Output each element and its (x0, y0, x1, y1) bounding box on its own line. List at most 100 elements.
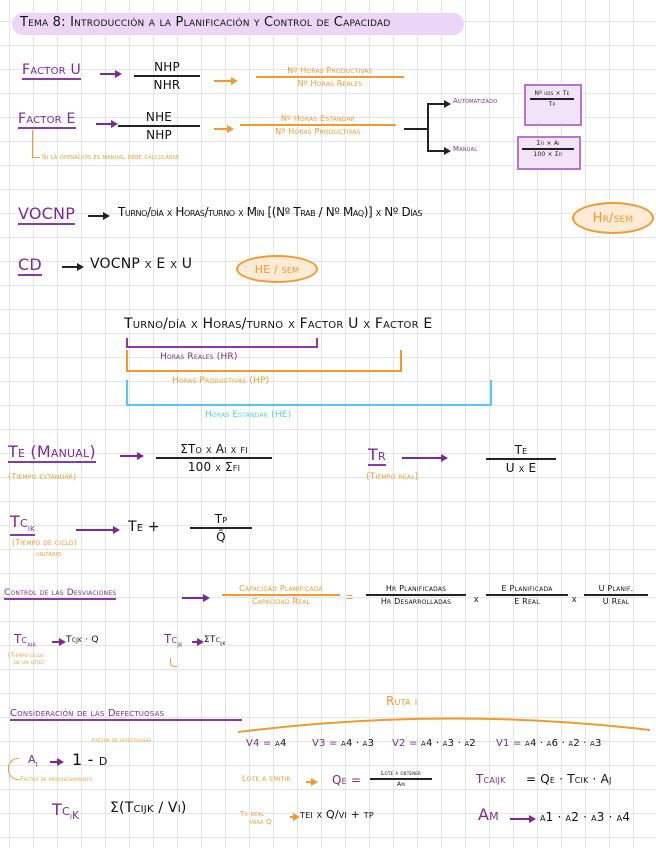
arrow-icon (214, 77, 238, 85)
title-highlight (12, 13, 464, 35)
hook-arrow-icon (170, 658, 177, 667)
ruta-arc (237, 717, 651, 733)
ai-formula: 1 - d (72, 750, 108, 769)
equals-sign: = (346, 590, 354, 604)
branch-trunk (427, 103, 429, 151)
branch-stem (404, 128, 428, 130)
ruta-label: Ruta i (386, 694, 418, 708)
arrow-icon (427, 147, 451, 155)
horas-estandar-label: Horas Estandar (HE) (205, 410, 292, 420)
ruta-item: V4 = a4 (246, 738, 287, 749)
tc-ik-label: Tcik (10, 512, 35, 537)
note-connector (32, 157, 40, 158)
a-note: Factor de aprovechamiento (20, 776, 93, 783)
branch-automatizado: Automatizado (453, 97, 498, 105)
arrow-icon (96, 120, 118, 128)
arrow-icon (214, 125, 234, 133)
breakdown-formula: Turno/día x Horas/turno x Factor U x Fac… (124, 316, 433, 332)
arrow-icon (76, 526, 120, 534)
manual-formula-box (517, 136, 581, 170)
arrow-icon (100, 70, 122, 78)
tcaijk-label: Tcaijk (476, 772, 506, 786)
defectuosas-label: Consideración de las Defectuosas (10, 708, 242, 721)
tc-ik-sublabel: (Tiempo de ciclo) (12, 538, 78, 547)
arrow-icon (290, 813, 300, 821)
arrow-icon (182, 594, 210, 602)
tc-lote-formula: Tcjk · Q (66, 635, 99, 645)
lote-label: Lote a emitir (242, 774, 291, 783)
cd-formula: VOCNP x E x U (90, 256, 193, 272)
tc-real-label-2: para Q (250, 818, 272, 826)
times-sign: x (572, 594, 577, 604)
am-label: Am (478, 805, 499, 824)
vocnp-unit-badge: Hr/sem (572, 202, 654, 234)
arrow-icon (306, 778, 318, 786)
arrow-icon (510, 815, 536, 823)
vocnp-label: VOCNP (18, 204, 76, 225)
tc-real-formula: tei x Q/vi + tp (300, 808, 374, 821)
control-label: Control de las Desviaciones (4, 588, 117, 600)
cd-label: CD (18, 255, 42, 276)
horas-estandar-bracket (126, 380, 492, 406)
arrow-icon (192, 638, 204, 646)
qe-label: Qe = (332, 773, 362, 787)
horas-reales-label: Horas Reales (HR) (160, 352, 238, 362)
tc-ik-def-formula: Σ(Tcijk / Vi) (110, 800, 187, 816)
te-sublabel: (Tiempo estandar) (8, 472, 77, 481)
tc-ik-sublabel-2: unitario (36, 550, 62, 558)
branch-manual: Manual (453, 145, 478, 153)
am-formula: a1 · a2 · a3 · a4 (540, 810, 631, 824)
cd-unit-badge: HE / sem (236, 255, 318, 283)
tc-lote-label: Tcaik (14, 632, 37, 649)
factor-u-label: Factor U (22, 62, 81, 80)
arrow-icon (50, 758, 64, 766)
tr-sublabel: (Tiempo real) (366, 472, 419, 482)
ai-label: ai (28, 748, 38, 771)
vocnp-formula: Turno/día x Horas/turno x Mín [(Nº Trab … (118, 205, 423, 219)
page-title: Tema 8: Introducción a la Planificación … (20, 15, 391, 30)
tcaijk-formula: = Qe · Tcik · Aj (526, 772, 612, 786)
arrow-icon (427, 100, 451, 108)
tc-jk-label: Tcjk (164, 632, 183, 649)
ruta-item: V1 = a4 · a6 · a2 · a3 (496, 738, 602, 749)
ruta-item: V3 = a4 · a3 (312, 738, 375, 749)
arrow-icon (120, 452, 144, 460)
arrow-icon (62, 263, 84, 271)
curve-arrow-icon (8, 758, 19, 780)
tc-lote-note: (Tiempo ciclo (8, 652, 44, 659)
tc-jk-formula: ΣTcijk (204, 635, 226, 647)
control-f3-fraction: U Planif.U Real (584, 584, 648, 606)
automatizado-formula-box (524, 84, 582, 126)
note-connector (32, 130, 33, 158)
te-label: Te (Manual) (8, 442, 96, 463)
tr-label: Tr (368, 445, 386, 466)
tc-ik-prefix: Te + (128, 519, 160, 535)
tc-real-label: Tc real (240, 810, 265, 818)
horas-productivas-label: Horas Productivas (HP) (172, 376, 270, 386)
horas-reales-bracket (126, 338, 318, 348)
tc-lote-note-2: de un lote) (14, 659, 45, 666)
arrow-icon (88, 212, 110, 220)
times-sign: x (474, 594, 479, 604)
factor-e-label: Factor E (18, 111, 76, 129)
ruta-item: V2 = a4 · a3 · a2 (392, 738, 476, 749)
arrow-icon (402, 454, 448, 462)
d-note: Factor de defectuosas (92, 738, 152, 744)
tc-ik-def-label: TciK (52, 800, 80, 823)
horas-productivas-bracket (126, 350, 402, 372)
arrow-icon (52, 638, 66, 646)
factor-e-note: Si la operación es manual debe calculars… (42, 153, 180, 161)
